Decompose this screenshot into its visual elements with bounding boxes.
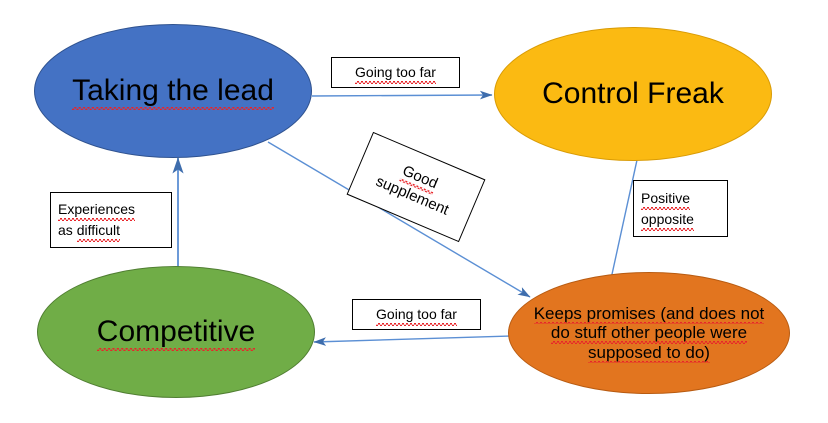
edge-label-line: Going too far xyxy=(369,304,464,326)
edge-label-good-supplement[interactable]: Good supplement xyxy=(346,131,486,243)
edge-label-going-too-far-top[interactable]: Going too far xyxy=(331,57,460,88)
spellcheck-underline: Going too far xyxy=(376,304,457,326)
node-keeps-promises-label: Keeps promises (and does not do stuff ot… xyxy=(524,304,775,363)
spellcheck-underline: difficult xyxy=(76,220,121,242)
edge-label-experiences-as-difficult[interactable]: Experiences as difficult xyxy=(50,192,172,248)
spellcheck-underline: Keeps promises (and does not xyxy=(533,303,765,324)
edge-label-line: opposite xyxy=(634,209,727,231)
spellcheck-underline: do stuff other people were xyxy=(550,323,748,344)
spellcheck-underline: Going too far xyxy=(355,62,436,84)
node-control-freak-label: Control Freak xyxy=(542,76,724,110)
node-taking-the-lead[interactable]: Taking the lead xyxy=(34,24,312,158)
edge-label-line: Experiences xyxy=(51,199,171,221)
edge-label-lines: Good supplement xyxy=(372,153,459,221)
spellcheck-underline: Taking the lead xyxy=(72,73,274,110)
connector-lead-to-control xyxy=(311,90,493,100)
edge-label-going-too-far-bottom[interactable]: Going too far xyxy=(352,299,481,330)
node-control-freak[interactable]: Control Freak xyxy=(494,27,772,161)
edge-label-positive-opposite[interactable]: Positive opposite xyxy=(633,180,728,237)
spellcheck-underline: Experiences xyxy=(58,199,136,221)
connector-keeps-to-competitive xyxy=(313,335,513,346)
node-competitive[interactable]: Competitive xyxy=(37,266,315,398)
node-competitive-label: Competitive xyxy=(87,314,265,351)
spellcheck-underline: Competitive xyxy=(96,314,256,351)
edge-label-line: Positive xyxy=(634,188,727,210)
node-taking-the-lead-label: Taking the lead xyxy=(62,73,284,110)
spellcheck-underline: supposed to do) xyxy=(588,342,710,363)
node-keeps-promises[interactable]: Keeps promises (and does not do stuff ot… xyxy=(508,272,790,394)
edge-label-line: as difficult xyxy=(51,220,171,242)
spellcheck-underline: opposite xyxy=(641,209,694,231)
edge-label-line: Going too far xyxy=(348,62,443,84)
spellcheck-underline: Positive xyxy=(641,188,691,210)
